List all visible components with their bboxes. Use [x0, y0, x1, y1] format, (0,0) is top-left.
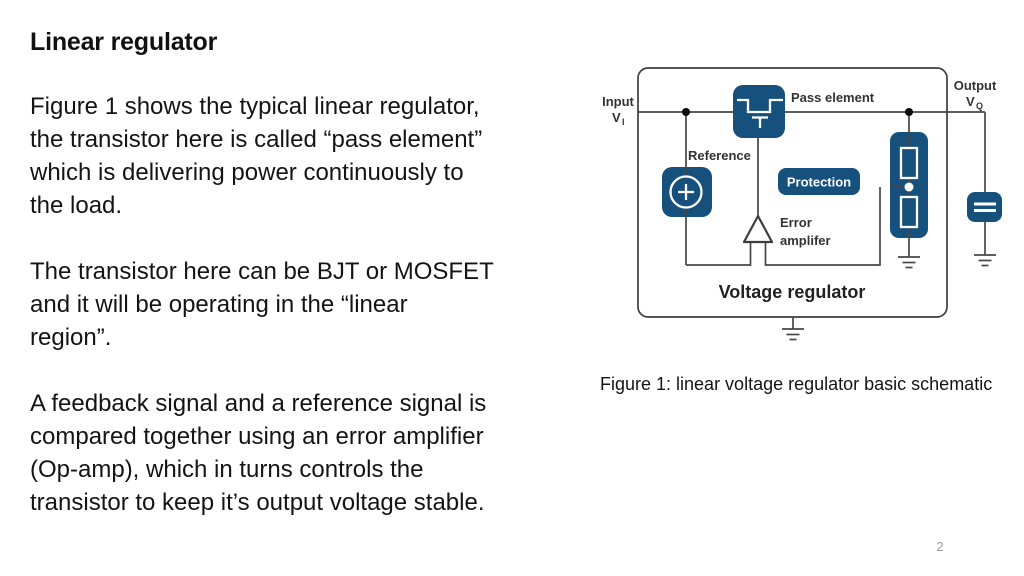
input-v-label: V: [612, 110, 621, 125]
error-amplifier-icon: [742, 214, 774, 244]
text-line: and it will be operating in the “linear: [30, 291, 408, 318]
text-line: The transistor here can be BJT or MOSFET: [30, 258, 494, 285]
input-v-subscript: I: [622, 117, 625, 127]
ground-icon-regulator: [782, 317, 804, 341]
output-label: Output: [954, 78, 997, 93]
paragraph-1: Figure 1 shows the typical linear regula…: [30, 90, 560, 222]
error-amplifier-label-line1: Error: [780, 215, 812, 230]
junction-dot: [905, 108, 913, 116]
mosfet-icon: [737, 98, 783, 128]
output-capacitor: [967, 192, 1002, 222]
divider-tap-dot: [904, 182, 914, 192]
paragraph-2: The transistor here can be BJT or MOSFET…: [30, 255, 560, 354]
pass-element: [733, 85, 785, 138]
page-number: 2: [936, 539, 944, 554]
text-line: Figure 1 shows the typical linear regula…: [30, 93, 480, 120]
capacitor-icon: [974, 202, 996, 212]
text-line: (Op-amp), which in turns controls the: [30, 456, 424, 483]
text-line: region”.: [30, 324, 112, 351]
ground-icon-capacitor: [974, 254, 996, 267]
reference-source: [662, 167, 712, 217]
text-line: which is delivering power continuously t…: [30, 159, 464, 186]
voltage-source-icon: [669, 175, 703, 209]
figure-caption: Figure 1: linear voltage regulator basic…: [600, 374, 993, 394]
input-label: Input: [602, 94, 634, 109]
body-text: Figure 1 shows the typical linear regula…: [30, 90, 560, 552]
figure-1-schematic: Protection: [595, 58, 1015, 358]
output-v-subscript: Q: [976, 101, 983, 111]
capacitor-box: [967, 192, 1002, 222]
resistor-top-icon: [899, 146, 919, 180]
output-v-label: V: [966, 94, 975, 109]
junction-dot: [682, 108, 690, 116]
voltage-regulator-label: Voltage regulator: [719, 282, 866, 302]
text-line: the load.: [30, 192, 123, 219]
pass-element-label: Pass element: [791, 90, 875, 105]
ground-icon-divider: [898, 256, 920, 269]
text-line: A feedback signal and a reference signal…: [30, 390, 487, 417]
text-line: transistor to keep it’s output voltage s…: [30, 489, 485, 516]
voltage-regulator-diagram: Protection: [602, 67, 1002, 341]
voltage-divider: [890, 132, 928, 238]
paragraph-3: A feedback signal and a reference signal…: [30, 387, 560, 519]
text-line: compared together using an error amplifi…: [30, 423, 484, 450]
reference-label: Reference: [688, 148, 751, 163]
page-title: Linear regulator: [30, 28, 218, 56]
protection-block: Protection: [778, 168, 860, 195]
protection-box: [778, 168, 860, 195]
resistor-bottom-icon: [899, 195, 919, 229]
protection-label: Protection: [787, 175, 851, 190]
error-amplifier-label-line2: amplifer: [780, 233, 831, 248]
text-line: the transistor here is called “pass elem…: [30, 126, 483, 153]
